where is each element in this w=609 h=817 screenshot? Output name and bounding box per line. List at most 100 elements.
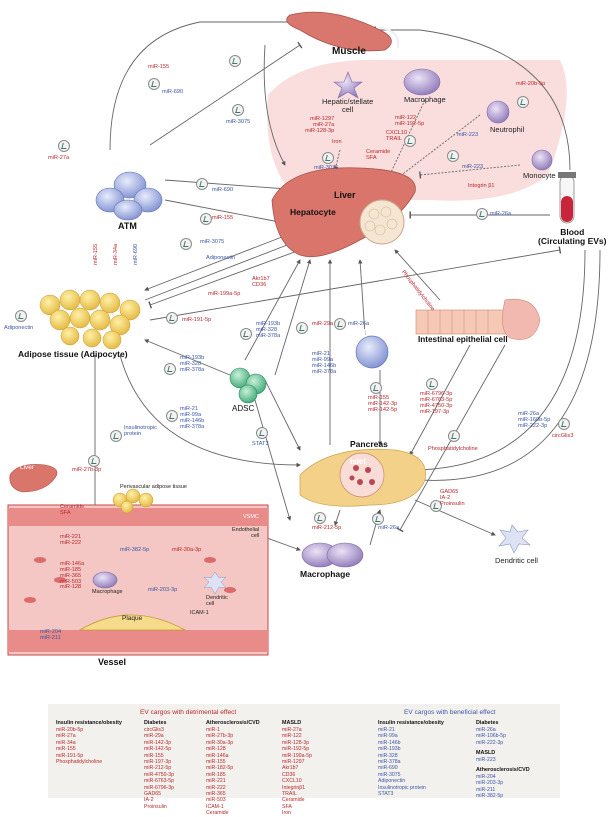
legend-det-col-items: miR-1 miR-27b-3p miR-30a-3p miR-128 miR-… (206, 727, 234, 817)
label-intestinal-cargo: miR-6796-3p miR-6763-5p miR-4750-3p miR-… (420, 391, 453, 415)
arrow-pancreas-macrophage (334, 509, 341, 526)
arrow-adipose-liver-191 (149, 246, 562, 321)
label-circglis3: circGlis3 (552, 433, 574, 439)
node-hepatic-stellate: Hepatic/stellate cell (322, 97, 374, 114)
legend-ben-col-items: miR-26a miR-106b-5p miR-222-3p (476, 727, 506, 746)
label-mir3075-adip: miR-3075 (200, 239, 225, 245)
macrophage-bottom-cells (301, 542, 364, 568)
legend-ben-col-items: miR-223 (476, 757, 496, 763)
label-mir29a: miR-29a (312, 321, 334, 327)
arrow-blood-pancreas (409, 249, 586, 473)
legend-ben-col-head: Insulin resistance/obesity (378, 720, 444, 726)
ev-vesicle-icon (448, 430, 460, 442)
legend-panel: EV cargos with detrimental effect EV car… (48, 704, 560, 816)
arrow-adsc-adipose (144, 339, 231, 376)
node-atm: ATM (118, 221, 137, 231)
ev-vesicle-icon (370, 382, 382, 394)
ev-vesicle-icon (322, 152, 334, 164)
label-adsc-liver: miR-193b miR-328 miR-378a (256, 321, 281, 339)
arrow-left-arc-muscle (109, 18, 301, 151)
ev-vesicle-icon (256, 427, 268, 439)
ev-vesicle-icon (430, 500, 442, 512)
label-mir20b-right: miR-20b-5p (516, 81, 546, 87)
label-mir27a-left: miR-27a (48, 155, 70, 161)
node-adipose: Adipose tissue (Adipocyte) (18, 349, 128, 359)
ev-vesicle-icon (148, 78, 160, 90)
label-cxcl-cargo: CXCL10 TRAIL (386, 130, 408, 142)
arrow-adsc-liver-2 (274, 259, 312, 376)
arrow-liver-adipose-1 (144, 229, 301, 291)
label-stat3: STAT3 (252, 441, 269, 447)
label-mir199a: miR-199a-5p (208, 291, 241, 297)
node-perivascular: Perivascular adipose tissue (120, 484, 187, 490)
label-tcell-cargo: miR-155 miR-142-3p miR-142-5p (368, 395, 398, 413)
ev-vesicle-icon (200, 213, 212, 225)
label-v-mir30a: miR-30a-3p (172, 547, 202, 553)
label-mir223-b: miR-223 (462, 164, 484, 170)
ev-vesicle-icon (110, 430, 122, 442)
legend-ben-col-items: miR-21 miR-99a miR-146b miR-193b miR-328… (378, 727, 426, 798)
arrow-blood-pancreas-2 (419, 249, 601, 484)
arrow-adipose-liver (144, 239, 301, 301)
arrow-intestine-liver (394, 249, 441, 301)
ev-vesicle-icon (166, 312, 178, 324)
arrow-liver-adipose-2 (148, 249, 301, 309)
islet-shape (339, 452, 385, 498)
node-muscle: Muscle (332, 46, 366, 57)
node-tcell: T cell (362, 328, 383, 337)
arrow-atm-muscle (149, 41, 303, 146)
node-vessel-macrophage: Macrophage (92, 589, 123, 595)
label-mir26a-tcell: miR-26a (348, 321, 370, 327)
label-mir26a-panc: miR-26a (378, 525, 400, 531)
hepatocyte-cell (359, 199, 405, 245)
arrow-pancreas-dendritic (414, 499, 496, 536)
node-vessel-liver: Liver (20, 464, 35, 471)
label-mac-cargo: miR-122 miR-192-5p (395, 115, 425, 127)
ev-vesicle-icon (196, 178, 208, 190)
label-blood-cargo: miR-26a miR-160b-5p miR-222-3p (518, 411, 551, 429)
dendritic-cell-shape (498, 524, 531, 554)
ev-vesicle-icon (404, 135, 416, 147)
label-v-mac-cargo: miR-146a miR-185 miR-365 miR-503 miR-128 (60, 561, 85, 591)
ev-vesicle-icon (447, 150, 459, 162)
label-adiponectin-top: Adiponectin (206, 255, 236, 261)
legend-det-col-head: Insulin resistance/obesity (56, 720, 122, 726)
node-vessel-dendritic: Dendritic cell (206, 595, 228, 607)
label-mir212: miR-212-5p (312, 525, 342, 531)
label-adsc-adip: miR-193b miR-328 miR-378a (180, 355, 205, 373)
label-mir191: miR-191-5p (182, 317, 212, 323)
ev-vesicle-icon (229, 55, 241, 67)
label-akr-cd36: Akr1b7 CD36 (252, 276, 270, 288)
ev-vesicle-icon (240, 328, 252, 340)
label-v-mir382: miR-382-5p (120, 547, 150, 553)
arrow-blood-muscle (374, 26, 571, 171)
legend-det-col-head: MASLD (282, 720, 302, 726)
arrow-intestine-pancreas (409, 344, 471, 456)
arrow-neutro-liver (392, 114, 481, 184)
node-plaque: Plaque (122, 615, 143, 622)
label-mir155-muscle: miR-155 (148, 64, 170, 70)
label-insulinotropic: Insulinotropic protein (124, 425, 157, 437)
node-macrophage-top: Macrophage (404, 95, 446, 104)
ev-vesicle-icon (334, 318, 346, 330)
legend-det-col-items: miR-20b-5p miR-27a miR-34a miR-155 miR-1… (56, 727, 103, 766)
node-vsmc: VSMC (243, 514, 259, 520)
node-endothelial: Endothelial cell (232, 527, 260, 539)
legend-ben-col-head: MASLD (476, 750, 496, 756)
label-atm-mir34a: miR-34a (113, 243, 119, 265)
label-v-mir203: miR-203-3p (148, 587, 178, 593)
ev-vesicle-icon (372, 513, 384, 525)
node-hepatocyte: Hepatocyte (290, 207, 336, 217)
arrow-atm-liver-1 (164, 179, 301, 194)
label-mir690-liver: miR-690 (212, 187, 234, 193)
vessel-liver-shape (9, 464, 58, 493)
label-phosphatidylcholine-panc: Phosphatidylcholine (428, 446, 478, 452)
node-adsc: ADSC (232, 404, 255, 413)
label-mir155-liver: miR-155 (212, 215, 234, 221)
ev-vesicle-icon (476, 208, 488, 220)
macrophage-top-shape (403, 68, 441, 96)
tcell-shape (355, 335, 389, 369)
ev-vesicle-icon (180, 238, 192, 250)
